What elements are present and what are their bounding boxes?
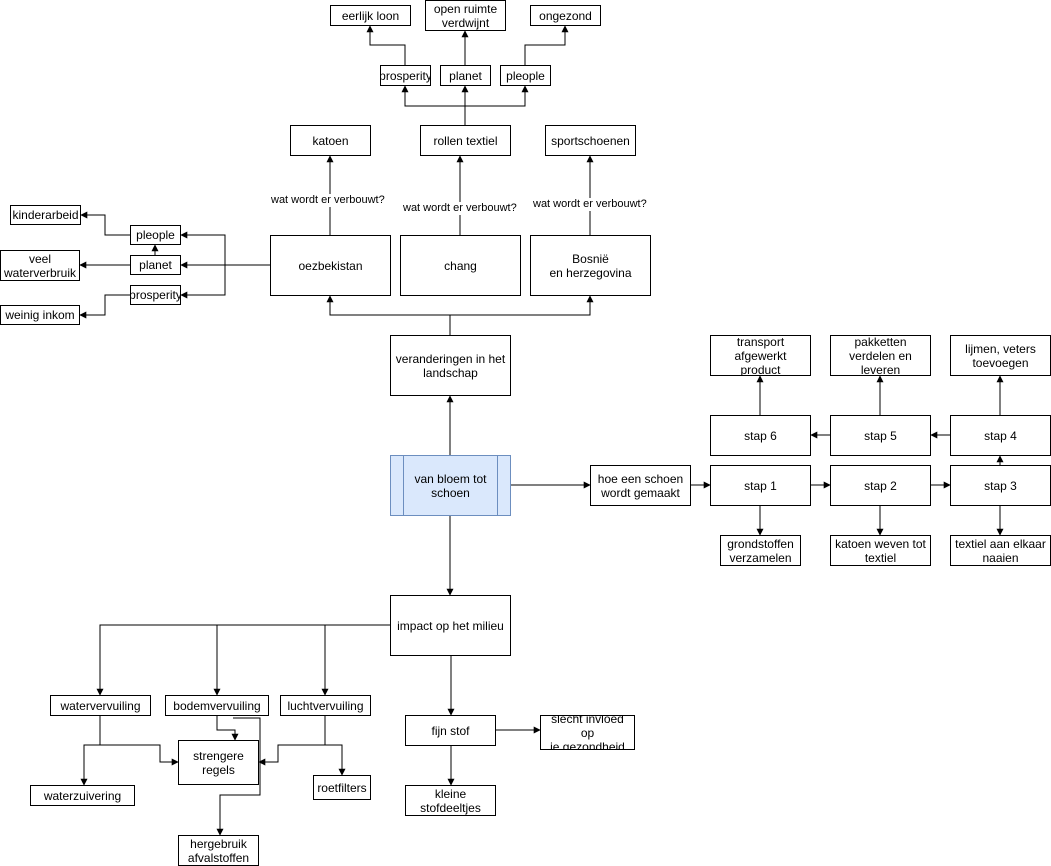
node-bosnie[interactable]: Bosnië en herzegovina: [530, 235, 651, 296]
edge-label-wat-wordt-bosnie: wat wordt er verbouwt?: [532, 198, 648, 211]
node-sportschoenen[interactable]: sportschoenen: [545, 125, 636, 156]
node-luchtvervuiling[interactable]: luchtvervuiling: [280, 695, 371, 716]
node-oezbekistan[interactable]: oezbekistan: [270, 235, 391, 296]
connector-edge: [465, 85, 529, 107]
connector-edge: [450, 295, 594, 316]
node-impact-milieu[interactable]: impact op het milieu: [390, 595, 511, 656]
node-veranderingen-landschap[interactable]: veranderingen in het landschap: [390, 335, 511, 396]
node-waterzuivering[interactable]: waterzuivering: [30, 785, 135, 806]
node-weinig-inkom[interactable]: weinig inkom: [0, 305, 80, 325]
node-pleople-left[interactable]: pleople: [130, 225, 181, 245]
node-slecht-invloed[interactable]: slecht invloed op je gezondheid: [540, 715, 635, 750]
connector-edge: [366, 25, 406, 65]
node-katoen[interactable]: katoen: [290, 125, 371, 156]
node-stap-5[interactable]: stap 5: [830, 415, 931, 456]
node-transport[interactable]: transport afgewerkt product: [710, 335, 811, 376]
connector-edge: [96, 624, 390, 696]
node-prosperity-left[interactable]: prosperity: [130, 285, 181, 305]
node-stap-2[interactable]: stap 2: [830, 465, 931, 506]
node-open-ruimte[interactable]: open ruimte verdwijnt: [425, 0, 506, 31]
connector-edge: [79, 294, 130, 319]
edge-label-wat-wordt-chang: wat wordt er verbouwt?: [402, 202, 518, 215]
node-hergebruik[interactable]: hergebruik afvalstoffen: [178, 835, 259, 866]
connector-edge: [180, 231, 226, 265]
connector-edge: [80, 744, 100, 786]
connector-edge: [216, 717, 261, 836]
node-eerlijk-loon[interactable]: eerlijk loon: [330, 5, 411, 26]
connector-edge: [80, 211, 130, 236]
node-ongezond[interactable]: ongezond: [530, 5, 601, 26]
node-grondstoffen[interactable]: grondstoffen verzamelen: [720, 535, 801, 566]
node-stap-1[interactable]: stap 1: [710, 465, 811, 506]
node-prosperity-top[interactable]: prosperity: [380, 65, 431, 86]
node-chang[interactable]: chang: [400, 235, 521, 296]
node-kleine-stofdeeltjes[interactable]: kleine stofdeeltjes: [405, 785, 496, 816]
node-rollen-textiel[interactable]: rollen textiel: [420, 125, 511, 156]
node-strengere-regels[interactable]: strengere regels: [178, 740, 259, 785]
node-watervervuiling[interactable]: watervervuiling: [50, 695, 151, 716]
connector-edge: [216, 716, 239, 741]
edge-label-wat-wordt-oezbekistan: wat wordt er verbouwt?: [270, 194, 386, 207]
node-fijn-stof[interactable]: fijn stof: [405, 715, 496, 746]
node-katoen-weven[interactable]: katoen weven tot textiel: [830, 535, 931, 566]
connector-edge: [524, 25, 569, 65]
connector-edge: [99, 716, 179, 766]
node-van-bloem-tot-schoen[interactable]: van bloem tot schoen: [390, 455, 511, 516]
connector-edge: [325, 744, 346, 776]
node-planet-top[interactable]: planet: [440, 65, 491, 86]
connector-edge: [326, 295, 451, 335]
node-lijmen-veters[interactable]: lijmen, veters toevoegen: [950, 335, 1051, 376]
node-stap-3[interactable]: stap 3: [950, 465, 1051, 506]
node-veel-waterverbruik[interactable]: veel waterverbruik: [0, 250, 80, 281]
node-pleople-top[interactable]: pleople: [500, 65, 551, 86]
connector-edge: [401, 85, 466, 125]
node-roetfilters[interactable]: roetfilters: [313, 775, 371, 800]
node-planet-left[interactable]: planet: [130, 255, 181, 275]
connector-edge: [258, 716, 326, 766]
connector-edge: [180, 265, 226, 299]
node-kinderarbeid[interactable]: kinderarbeid: [10, 205, 81, 225]
node-stap-6[interactable]: stap 6: [710, 415, 811, 456]
node-stap-4[interactable]: stap 4: [950, 415, 1051, 456]
node-pakketten[interactable]: pakketten verdelen en leveren: [830, 335, 931, 376]
node-textiel-naaien[interactable]: textiel aan elkaar naaien: [950, 535, 1051, 566]
node-hoe-een-schoen[interactable]: hoe een schoen wordt gemaakt: [590, 465, 691, 506]
node-bodemvervuiling[interactable]: bodemvervuiling: [165, 695, 269, 716]
